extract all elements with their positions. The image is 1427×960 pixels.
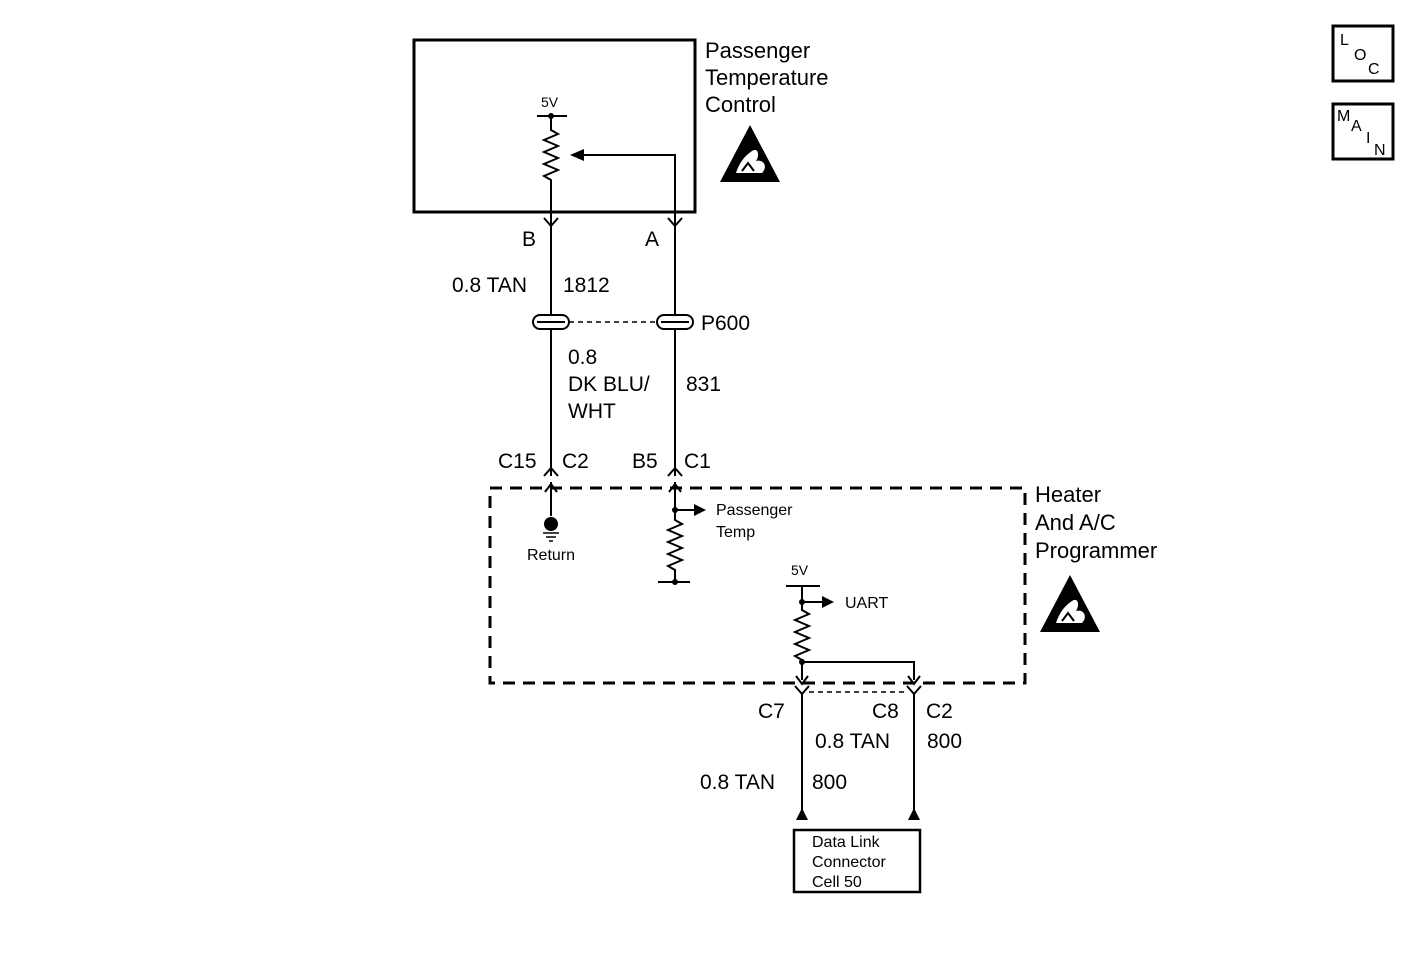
hac-label-line-3: Programmer — [1035, 538, 1157, 563]
pin-b-label: B — [522, 228, 536, 251]
pin-c7-connector — [794, 685, 810, 696]
uart-label: UART — [845, 595, 888, 612]
passenger-temp-resistor — [665, 482, 685, 582]
pin-c1-label: C1 — [684, 450, 711, 473]
esd-warning-icon — [720, 125, 780, 182]
main-letter-n: N — [1374, 142, 1386, 159]
ground-node — [544, 517, 558, 531]
main-button[interactable]: M A I N — [1331, 102, 1395, 161]
hac-label: Heater And A/C Programmer — [1035, 482, 1157, 563]
ptc-potentiometer — [541, 116, 561, 212]
loc-button[interactable]: L O C — [1331, 24, 1395, 83]
pin-c2-right-label: C2 — [926, 700, 953, 723]
heater-ac-programmer-box — [488, 486, 1027, 685]
c7-down-arrow — [795, 675, 809, 686]
splice-p600-right — [656, 314, 694, 330]
main-letter-i: I — [1366, 130, 1370, 147]
pin-c2-left-connector — [543, 466, 559, 477]
loc-letter-c: C — [1368, 61, 1380, 78]
passenger-temp-signal-arrow — [694, 504, 706, 516]
ptc-label-line-1: Passenger — [705, 38, 810, 63]
wire-c7-circuit: 800 — [812, 771, 847, 794]
esd-warning-icon — [1040, 575, 1100, 632]
wire-c8-gauge-color: 0.8 TAN — [815, 730, 890, 753]
wire-upper-gauge-color: 0.8 TAN — [452, 274, 527, 297]
wire-c8-circuit: 800 — [927, 730, 962, 753]
passenger-temp-ground-node — [672, 579, 678, 585]
loc-letter-l: L — [1340, 32, 1349, 49]
pin-b5-label: B5 — [632, 450, 658, 473]
main-letter-m: M — [1337, 108, 1350, 125]
passenger-temperature-control-box — [412, 38, 697, 214]
splice-p600-label: P600 — [701, 312, 750, 335]
passenger-temp-label-line-2: Temp — [716, 524, 755, 541]
return-arrow — [544, 482, 558, 493]
pin-c8-connector — [906, 685, 922, 696]
pin-c8-label: C8 — [872, 700, 899, 723]
dlc-pin-left-arrow — [796, 808, 808, 820]
pin-c7-label: C7 — [758, 700, 785, 723]
ptc-label: Passenger Temperature Control — [705, 38, 829, 117]
dlc-label-line-3: Cell 50 — [812, 874, 862, 891]
ptc-wiper-wire — [580, 154, 676, 212]
splice-p600-left — [532, 314, 570, 330]
dlc-pin-right-arrow — [908, 808, 920, 820]
wire-c7-gauge-color: 0.8 TAN — [700, 771, 775, 794]
return-label: Return — [527, 547, 575, 564]
ptc-wiper-arrowhead — [570, 149, 584, 161]
loc-letter-o: O — [1354, 47, 1366, 64]
passenger-temp-label-line-1: Passenger — [716, 502, 793, 519]
wire-dkblu-line-3: WHT — [568, 400, 616, 423]
dlc-label-line-1: Data Link — [812, 834, 881, 851]
pin-a-label: A — [645, 228, 659, 251]
ptc-5v-label: 5V — [541, 94, 559, 110]
wire-dkblu-line-1: 0.8 — [568, 346, 597, 369]
c8-down-arrow — [907, 675, 921, 686]
hac-label-line-1: Heater — [1035, 482, 1101, 507]
uart-signal-arrow — [822, 596, 834, 608]
hac-label-line-2: And A/C — [1035, 510, 1116, 535]
wire-dkblu-circuit: 831 — [686, 373, 721, 396]
dlc-label-line-2: Connector — [812, 854, 886, 871]
uart-jumper-wire — [802, 661, 915, 680]
data-link-connector-box[interactable] — [792, 828, 922, 894]
pin-c15-label: C15 — [498, 450, 537, 473]
hac-5v-label: 5V — [791, 562, 809, 578]
uart-pullup-resistor — [792, 586, 812, 680]
wire-upper-circuit: 1812 — [563, 274, 610, 297]
main-letter-a: A — [1351, 118, 1362, 135]
ptc-label-line-2: Temperature — [705, 65, 829, 90]
pin-c1-connector — [667, 466, 683, 477]
pin-c2-left-label: C2 — [562, 450, 589, 473]
wire-dkblu-line-2: DK BLU/ — [568, 373, 650, 396]
ptc-label-line-3: Control — [705, 92, 776, 117]
